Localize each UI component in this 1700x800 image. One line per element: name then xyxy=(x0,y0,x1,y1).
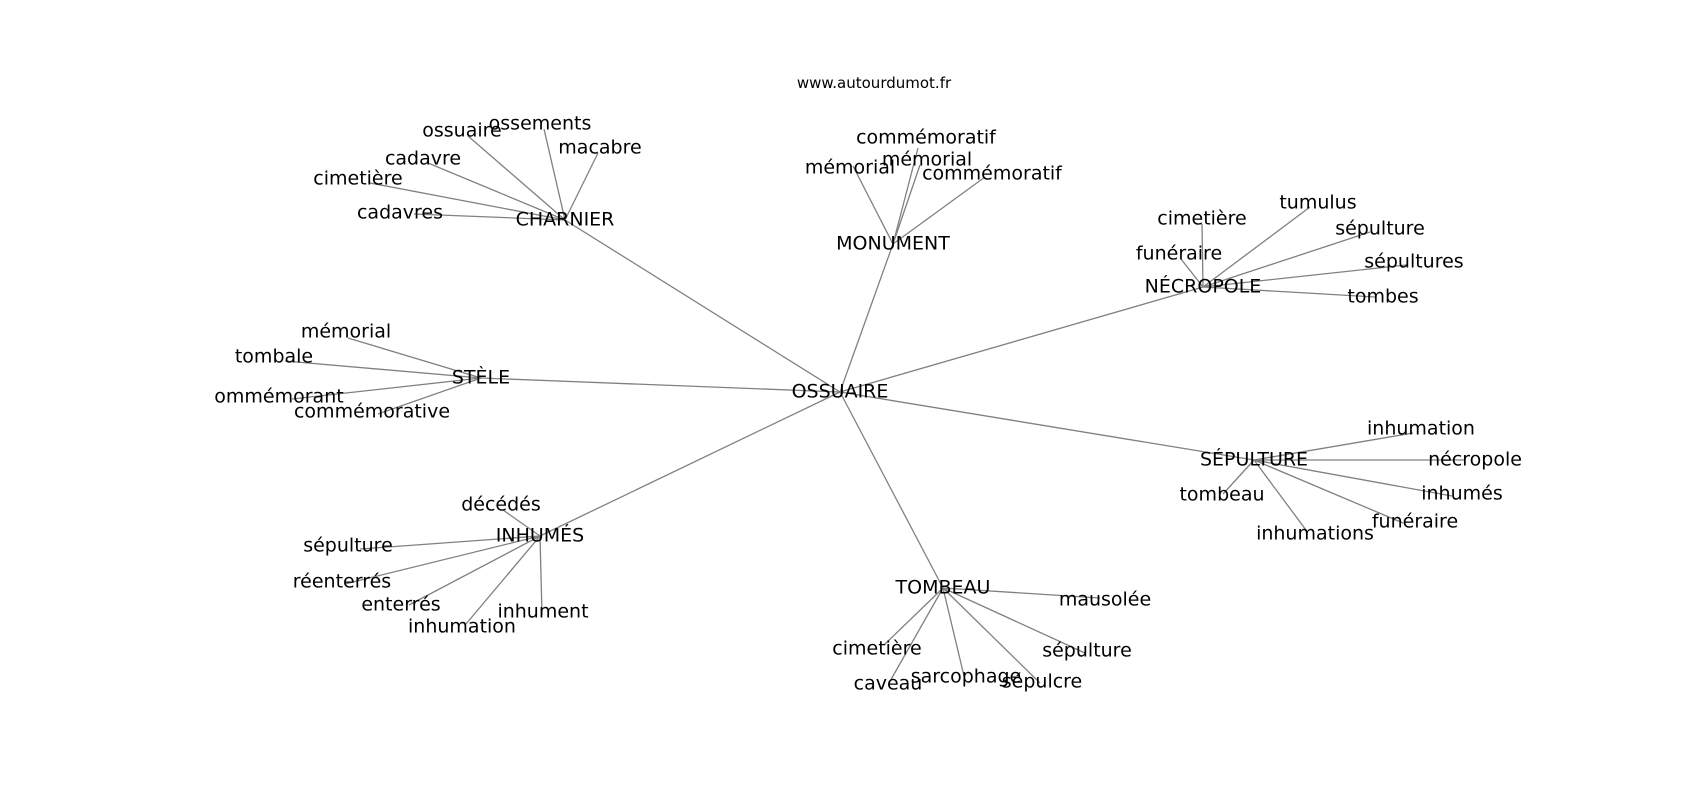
leaf-node: inhumés xyxy=(1421,483,1503,505)
leaf-node: décédés xyxy=(461,494,541,516)
hub-leaf-edge xyxy=(502,509,541,537)
leaf-node: ommémorant xyxy=(214,386,343,408)
leaf-node: sépulcre xyxy=(1002,671,1083,693)
hub-node: NÉCROPOLE xyxy=(1145,275,1262,298)
center-hub-edge xyxy=(839,391,1255,461)
leaf-node: cimetière xyxy=(832,638,921,660)
hub-leaf-edge xyxy=(359,535,541,550)
hub-leaf-edge xyxy=(1202,286,1376,298)
hub-leaf-edge xyxy=(543,128,566,221)
center-hub-edge xyxy=(839,243,894,393)
hub-node: MONUMENT xyxy=(836,233,950,255)
leaf-node: mémorial xyxy=(805,157,895,179)
hub-leaf-edge xyxy=(1253,459,1307,531)
leaf-node: inhumations xyxy=(1256,523,1374,545)
leaf-node: tombale xyxy=(235,346,313,368)
hub-leaf-edge xyxy=(892,147,919,245)
hub-node: STÈLE xyxy=(452,366,510,389)
hub-leaf-edge xyxy=(377,377,482,415)
hub-leaf-edge xyxy=(1180,258,1204,288)
hub-leaf-edge xyxy=(1202,206,1311,288)
hub-node: INHUMÉS xyxy=(496,524,584,547)
hub-leaf-edge xyxy=(892,176,986,245)
hub-leaf-edge xyxy=(347,337,482,379)
leaf-node: mémorial xyxy=(882,149,972,171)
hub-leaf-edge xyxy=(539,535,543,616)
hubs-layer: CHARNIER MONUMENT NÉCROPOLE STÈLE SÉPULTURE I… xyxy=(452,209,1308,599)
leaf-node: sépulture xyxy=(303,535,393,557)
leaf-node: inhument xyxy=(497,601,588,623)
leaf-node: ossements xyxy=(489,113,592,135)
hub-leaf-edge xyxy=(413,213,566,221)
center-hub-edge xyxy=(480,377,841,393)
leaf-node: mémorial xyxy=(301,321,391,343)
hub-leaf-edge xyxy=(942,587,1041,684)
leaf-node: tombes xyxy=(1347,286,1418,308)
center-hub-edge xyxy=(839,286,1204,393)
leaf-node: nécropole xyxy=(1428,449,1522,471)
hub-leaf-edge xyxy=(1201,223,1204,288)
leaf-node: enterrés xyxy=(361,594,440,616)
hub-leaf-edge xyxy=(942,587,965,677)
leaf-node: ossuaire xyxy=(422,120,501,142)
leaf-node: mausolée xyxy=(1059,589,1151,611)
leaf-node: sépulture xyxy=(1335,218,1425,240)
leaf-node: inhumation xyxy=(1367,418,1475,440)
leaf-node: macabre xyxy=(558,137,641,159)
hub-leaf-edge xyxy=(564,152,599,221)
leaf-node: funéraire xyxy=(1372,511,1458,533)
leaf-node: commémorative xyxy=(294,401,450,423)
leaf-node: cadavre xyxy=(385,148,461,170)
hub-leaf-edge xyxy=(942,587,1086,654)
hub-leaf-edge xyxy=(942,587,1101,599)
hub-leaf-edge xyxy=(1202,231,1371,288)
edges-layer xyxy=(284,128,1464,684)
hub-leaf-edge xyxy=(1202,264,1407,288)
leaf-node: tumulus xyxy=(1279,192,1356,214)
leaf-node: funéraire xyxy=(1136,243,1222,265)
center-hub-edge xyxy=(539,391,841,537)
center-node: OSSUAIRE xyxy=(792,381,889,403)
hub-leaf-edge xyxy=(852,165,894,245)
hub-leaf-edge xyxy=(1222,459,1255,495)
hub-leaf-edge xyxy=(892,164,921,245)
hub-leaf-edge xyxy=(291,377,482,400)
leaf-node: cimetière xyxy=(1157,208,1246,230)
hub-leaf-edge xyxy=(465,535,541,625)
leaf-node: sarcophage xyxy=(911,666,1022,688)
leaf-node: sépultures xyxy=(1364,251,1463,273)
hub-node: SÉPULTURE xyxy=(1200,448,1308,471)
hub-leaf-edge xyxy=(284,360,482,379)
leaves-layer: ossuaireossementsmacabrecadavrecimetière… xyxy=(214,113,1522,695)
hub-leaf-edge xyxy=(1253,459,1453,497)
hub-leaf-edge xyxy=(1253,432,1414,461)
leaf-node: sépulture xyxy=(1042,640,1132,662)
hub-leaf-edge xyxy=(883,587,944,646)
hub-leaf-edge xyxy=(888,587,944,684)
hub-leaf-edge xyxy=(408,535,541,606)
leaf-node: tombeau xyxy=(1179,484,1264,506)
leaf-node: cimetière xyxy=(313,168,402,190)
leaf-node: commémoratif xyxy=(856,127,997,149)
center-hub-edge xyxy=(839,391,944,589)
hub-leaf-edge xyxy=(369,182,566,221)
leaf-node: cadavres xyxy=(357,202,443,224)
center-hub-edge xyxy=(564,219,841,393)
hub-node: TOMBEAU xyxy=(895,577,991,599)
hub-leaf-edge xyxy=(344,535,541,585)
site-url: www.autourdumot.fr xyxy=(797,74,952,92)
leaf-node: caveau xyxy=(854,673,923,695)
hub-node: CHARNIER xyxy=(516,209,615,231)
hub-leaf-edge xyxy=(467,135,566,221)
hub-leaf-edge xyxy=(427,162,566,221)
leaf-node: réenterrés xyxy=(293,571,391,593)
hub-leaf-edge xyxy=(1253,459,1404,524)
leaf-node: commémoratif xyxy=(922,163,1063,185)
leaf-node: inhumation xyxy=(408,616,516,638)
